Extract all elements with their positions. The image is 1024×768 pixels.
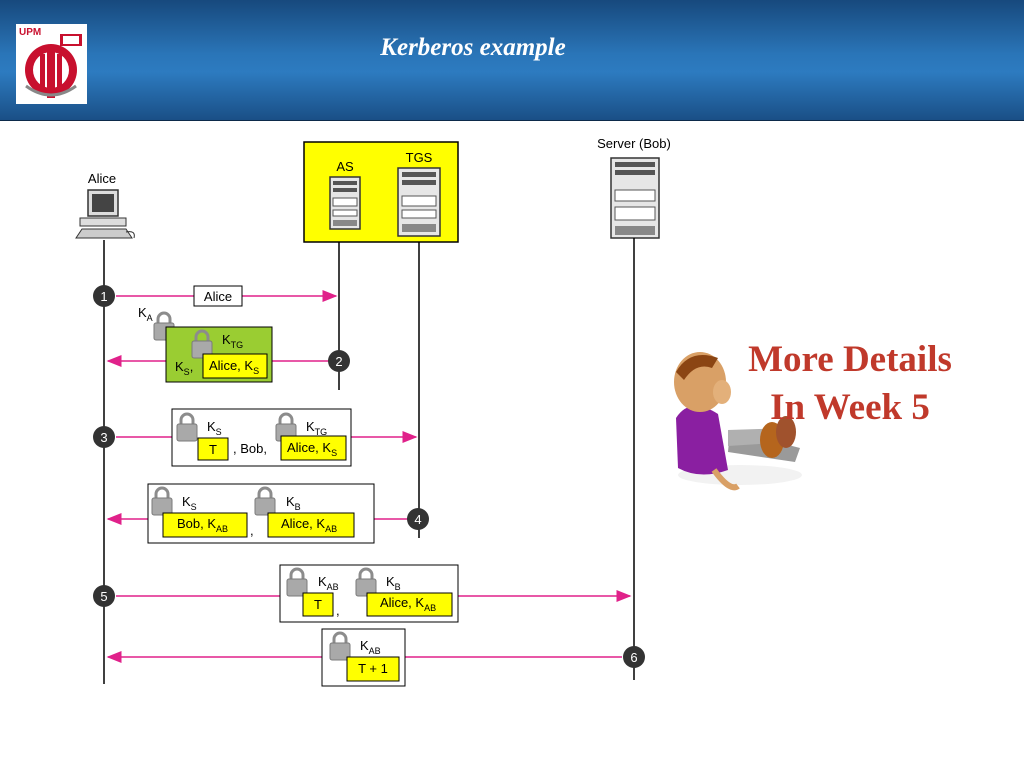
callout-line-1: More Details xyxy=(748,339,952,380)
msg6-t: T + 1 xyxy=(358,661,388,676)
msg5-t-box xyxy=(302,592,334,617)
step-badge-4: 4 xyxy=(407,508,429,530)
msg5-t: T xyxy=(314,597,322,612)
server-label: Server (Bob) xyxy=(597,136,671,151)
slide-title: Kerberos example xyxy=(380,34,566,61)
tgs-label: TGS xyxy=(406,150,433,165)
msg5-box2 xyxy=(366,592,453,617)
step-badge-3: 3 xyxy=(93,426,115,448)
msg3-t-box xyxy=(197,437,229,461)
msg2-outer-key: KA xyxy=(138,305,153,323)
bob-server-icon xyxy=(610,157,660,239)
msg4-comma: , xyxy=(250,523,254,538)
msg3-ticket-text: Alice, KS xyxy=(287,440,337,458)
msg1-box xyxy=(193,285,243,307)
svg-text:4: 4 xyxy=(414,512,421,527)
msg3-bob: , Bob, xyxy=(233,441,267,456)
svg-text:6: 6 xyxy=(630,650,637,665)
svg-text:2: 2 xyxy=(335,354,342,369)
svg-text:1: 1 xyxy=(100,289,107,304)
msg3-ticket-box xyxy=(280,435,347,461)
alice-label: Alice xyxy=(88,171,116,186)
step-badge-5: 5 xyxy=(93,585,115,607)
msg6-t-box xyxy=(346,656,400,682)
more-details-callout: More Details In Week 5 xyxy=(720,336,980,432)
msg4-box1 xyxy=(162,512,248,538)
msg2-ticket-box xyxy=(202,353,268,379)
msg1-text: Alice xyxy=(204,289,232,304)
svg-text:5: 5 xyxy=(100,589,107,604)
msg5-comma: , xyxy=(336,603,340,618)
as-server-icon xyxy=(329,176,361,230)
msg2-ticket-text: Alice, KS xyxy=(209,358,259,376)
msg5-box2-text: Alice, KAB xyxy=(380,595,436,613)
msg4-box1-text: Bob, KAB xyxy=(177,516,228,534)
msg4-box2-text: Alice, KAB xyxy=(281,516,337,534)
as-label: AS xyxy=(336,159,354,174)
step-badge-1: 1 xyxy=(93,285,115,307)
step-badge-6: 6 xyxy=(623,646,645,668)
callout-line-2: In Week 5 xyxy=(770,387,930,428)
slide-header: UPM Kerberos example xyxy=(0,0,1024,121)
computer-icon xyxy=(75,189,135,239)
logo-text: UPM xyxy=(19,27,42,38)
msg4-box2 xyxy=(267,512,355,538)
upm-logo: UPM xyxy=(16,24,87,104)
tgs-server-icon xyxy=(397,167,441,237)
svg-text:3: 3 xyxy=(100,430,107,445)
msg3-t: T xyxy=(209,442,217,457)
step-badge-2: 2 xyxy=(328,350,350,372)
upm-crest-icon xyxy=(25,34,82,98)
msg2-session-key: KS, xyxy=(175,359,193,377)
sitting-cartoon-figure xyxy=(674,352,802,491)
